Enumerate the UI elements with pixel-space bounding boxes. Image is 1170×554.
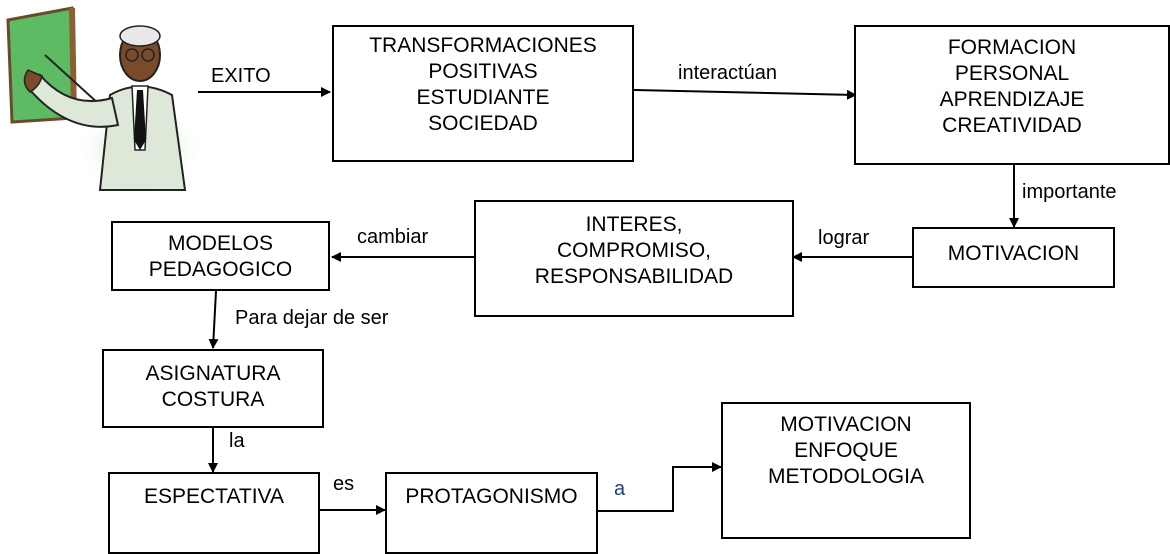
label-es: es [333, 473, 355, 495]
label-importante: importante [1022, 181, 1117, 203]
box-modelos: MODELOS PEDAGOGICO [111, 221, 330, 291]
connector-layer [198, 87, 1019, 515]
box-formacion-text: FORMACION PERSONAL APRENDIZAJE CREATIVID… [939, 36, 1085, 137]
label-para-dejar: Para dejar de ser [235, 307, 389, 329]
box-motivacion-enfoque-text: MOTIVACION ENFOQUE METODOLOGIA [768, 413, 924, 488]
box-interes: INTERES, COMPROMISO, RESPONSABILIDAD [474, 200, 794, 317]
box-espectativa: ESPECTATIVA [108, 472, 320, 554]
box-transformaciones: TRANSFORMACIONES POSITIVAS ESTUDIANTE SO… [332, 25, 634, 162]
arrow-para-dejar [208, 290, 219, 349]
box-protagonismo: PROTAGONISMO [385, 472, 598, 554]
label-cambiar: cambiar [357, 226, 429, 248]
label-a: a [614, 478, 626, 500]
box-interes-text: INTERES, COMPROMISO, RESPONSABILIDAD [534, 213, 734, 288]
box-modelos-text: MODELOS PEDAGOGICO [148, 232, 293, 281]
box-transformaciones-text: TRANSFORMACIONES POSITIVAS ESTUDIANTE SO… [369, 34, 597, 135]
box-formacion: FORMACION PERSONAL APRENDIZAJE CREATIVID… [854, 25, 1170, 165]
box-motivacion-text: MOTIVACION [947, 242, 1080, 265]
box-protagonismo-text: PROTAGONISMO [405, 485, 578, 508]
label-exito: EXITO [211, 65, 271, 87]
box-asignatura: ASIGNATURA COSTURA [102, 349, 324, 428]
arrow-a [598, 462, 722, 512]
box-motivacion-enfoque: MOTIVACION ENFOQUE METODOLOGIA [721, 402, 971, 539]
label-lograr: lograr [818, 227, 870, 249]
box-espectativa-text: ESPECTATIVA [143, 485, 285, 508]
box-asignatura-text: ASIGNATURA COSTURA [145, 362, 281, 411]
box-motivacion: MOTIVACION [912, 227, 1115, 288]
arrow-interactuan [633, 89, 857, 100]
label-la: la [229, 430, 245, 452]
label-interactuan: interactúan [678, 62, 777, 84]
presenter-teacher-icon [6, 6, 200, 198]
